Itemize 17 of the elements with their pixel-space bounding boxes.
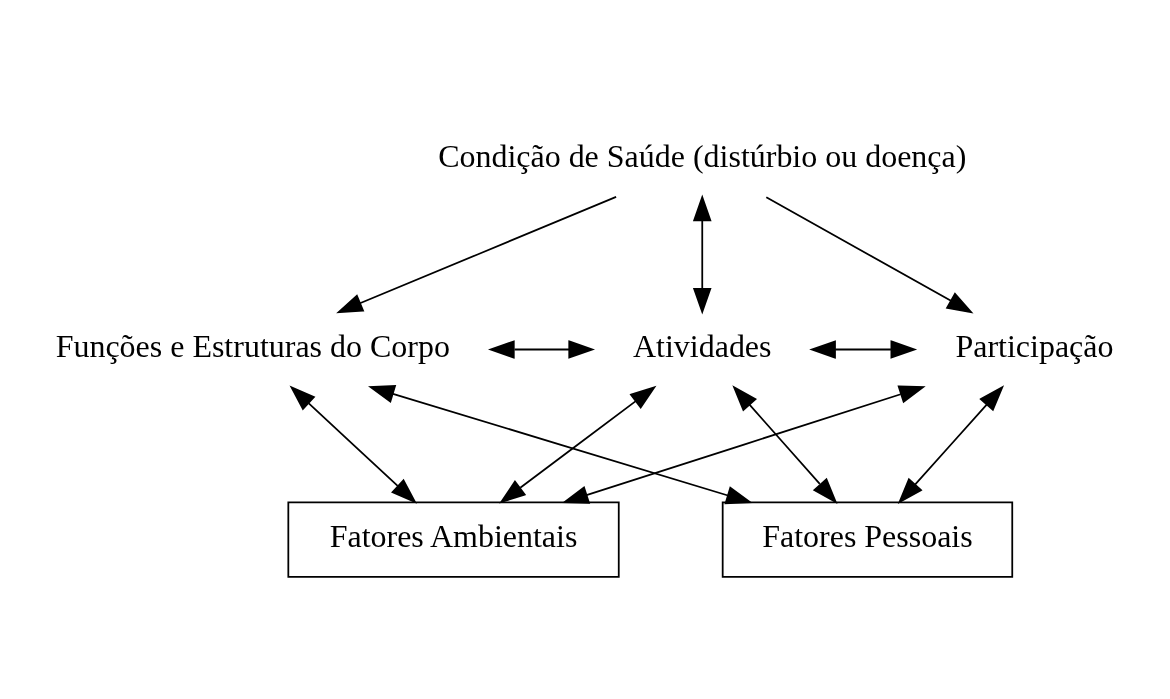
arrow [765,196,974,314]
node-text: Atividades [632,329,772,365]
node-text: Participação [955,329,1114,365]
node-text: Funções e Estruturas do Corpo [55,329,450,365]
arrow [561,385,926,504]
arrow [289,385,417,504]
arrow [488,340,596,359]
node-box: Fatores Pessoais [721,501,1014,578]
arrow [692,194,712,315]
node-box: Fatores Ambientais [287,501,620,578]
node-text: Condição de Saúde (distúrbio ou doença) [438,139,967,175]
arrow [336,196,617,314]
arrow [499,385,657,504]
arrow [732,385,838,504]
arrow [897,385,1005,504]
arrow [809,340,918,359]
arrow [368,385,753,505]
